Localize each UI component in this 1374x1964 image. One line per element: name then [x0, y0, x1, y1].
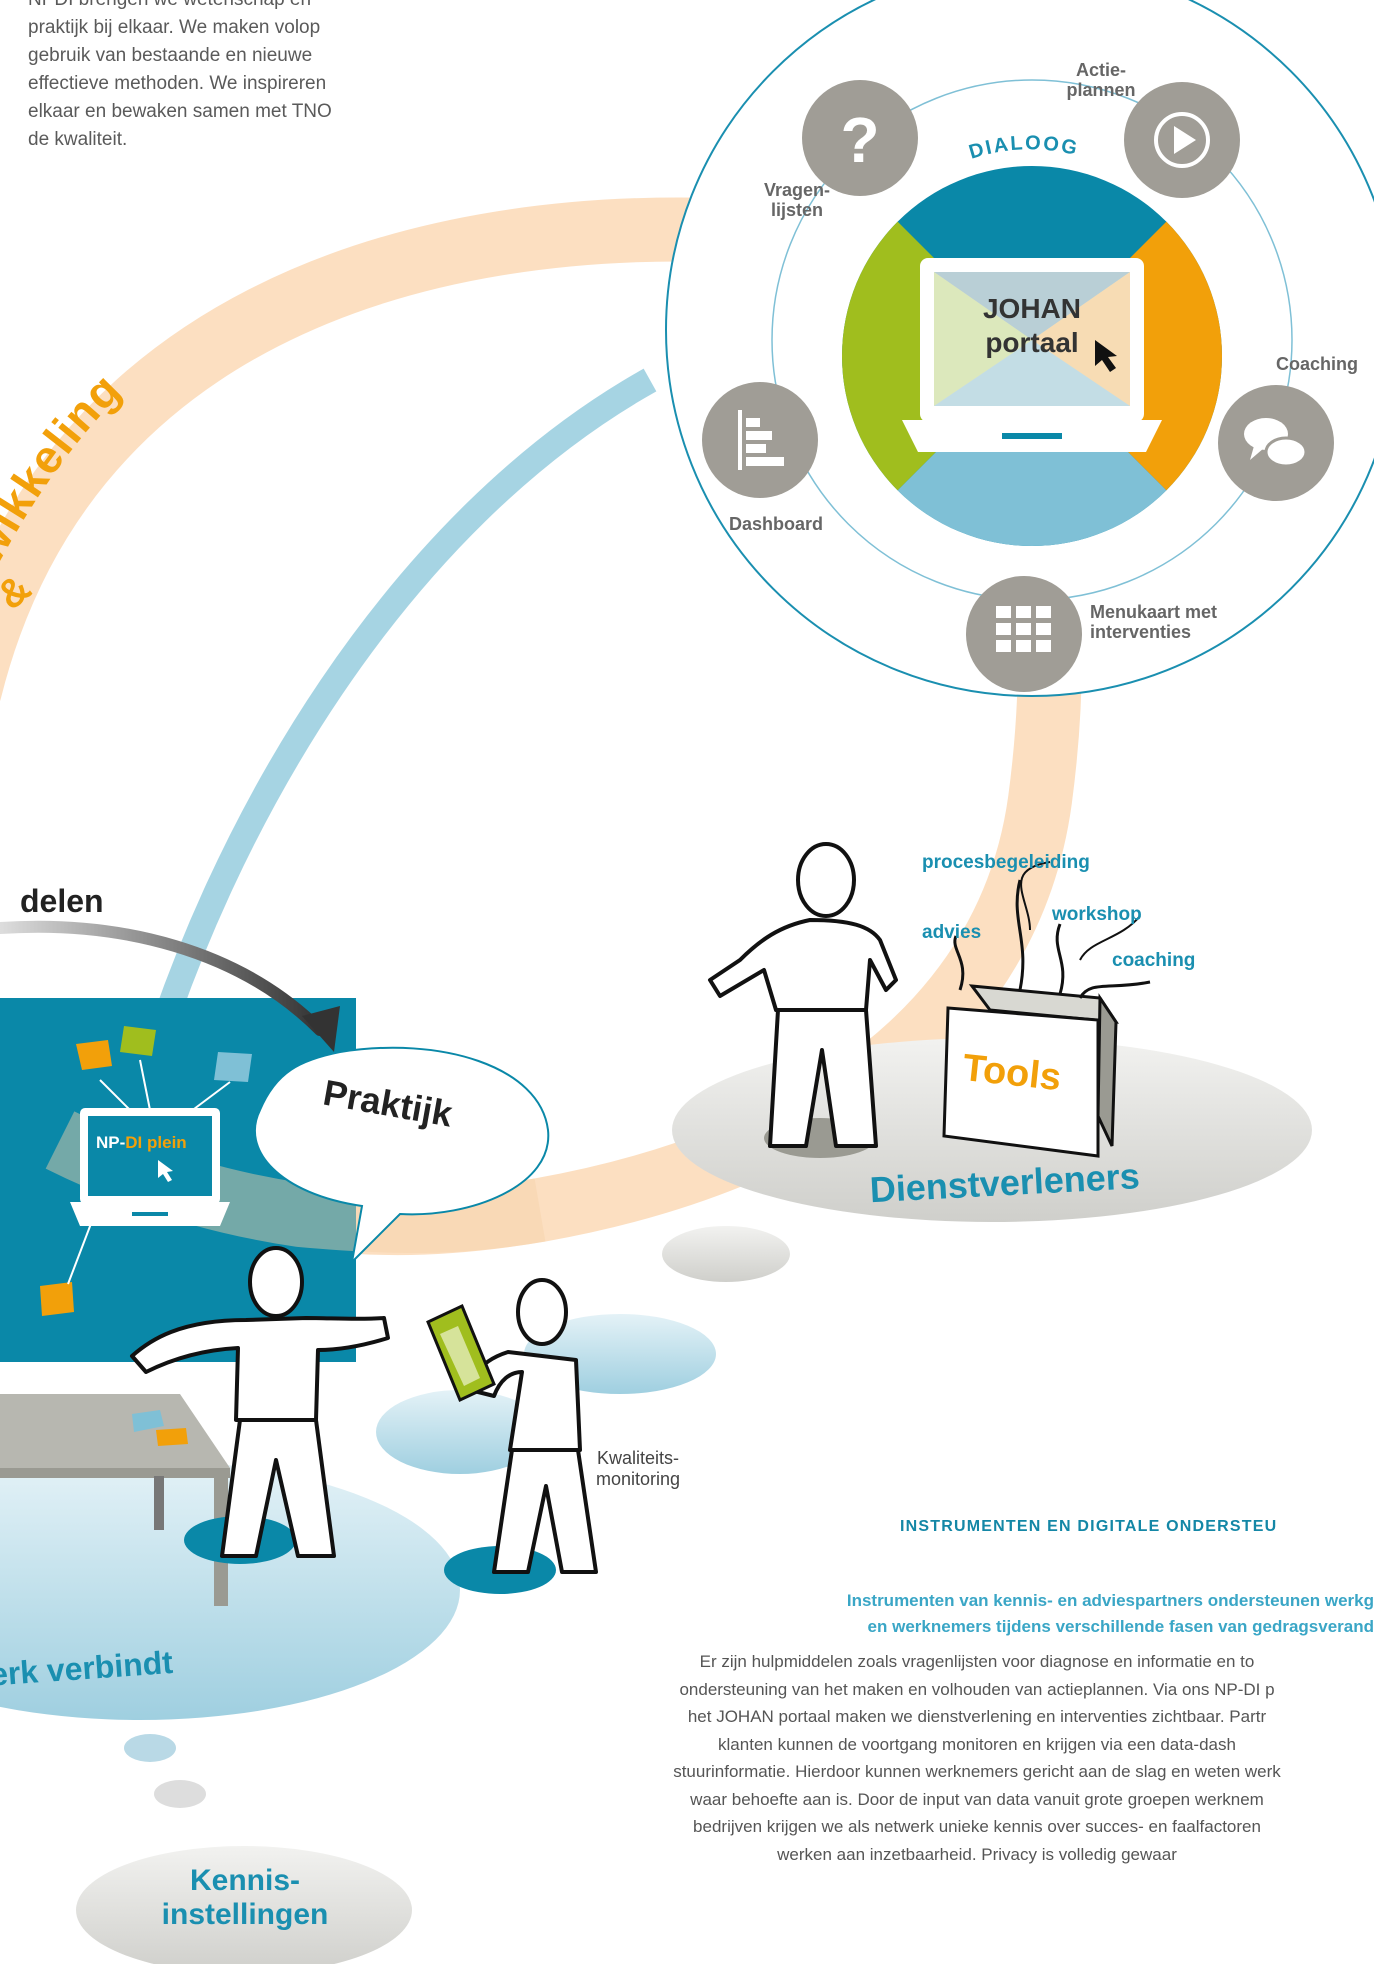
section-body-line: ondersteuning van het maken en volhouden… [679, 1679, 1275, 1699]
label-coaching: Coaching [1275, 354, 1358, 374]
cursor-icon [1095, 340, 1117, 372]
section-body: Er zijn hulpmiddelen zoals vragenlijsten… [580, 1648, 1374, 1868]
person-quality [444, 1278, 598, 1594]
praktijk-bubble [254, 1046, 550, 1265]
bar-chart-icon [702, 382, 818, 498]
person-service [708, 842, 898, 1158]
label-menukaart: Menukaart met interventies [1090, 602, 1218, 642]
question-mark-icon: ? [802, 80, 918, 196]
knowledge-platform [76, 1846, 412, 1964]
tag-coaching: coaching [1112, 950, 1196, 971]
intro-line: praktijk bij elkaar. We maken volop [28, 17, 321, 38]
section-body-line: klanten kunnen de voortgang monitoren en… [718, 1734, 1236, 1754]
label-dashboard: Dashboard [728, 514, 824, 534]
svg-text:NP-DI plein: NP-DI plein [96, 1133, 187, 1152]
intro-line: de kwaliteit. [28, 129, 128, 150]
table [0, 1394, 230, 1606]
knowledge-label: Kennis- instellingen [161, 1864, 329, 1931]
section-title: INSTRUMENTEN EN DIGITALE ONDERSTEU [900, 1518, 1278, 1535]
tag-procesbegeleiding: procesbegeleiding [922, 852, 1090, 873]
intro-line: gebruik van bestaande en nieuwe [28, 45, 313, 66]
person-practice [130, 1246, 390, 1564]
np-prefix: NP- [96, 1133, 125, 1152]
grid-icon [966, 576, 1082, 692]
tools-label: Tools [961, 1047, 1063, 1099]
tag-workshop: workshop [1052, 904, 1142, 925]
label-vragenlijsten: Vragen- lijsten [763, 180, 831, 220]
np-suffix: plein [142, 1133, 186, 1152]
network-platform [0, 1460, 460, 1720]
platform-laptop [67, 1059, 231, 1285]
portal-screen-line2: portaal [985, 327, 1078, 358]
section-body-line: waar behoefte aan is. Door de input van … [690, 1789, 1264, 1809]
section-body-line: het JOHAN portaal maken we dienstverleni… [687, 1707, 1267, 1726]
section-lead-line: Instrumenten van kennis- en adviespartne… [846, 1591, 1374, 1610]
section-body-line: bedrijven krijgen we als netwerk unieke … [693, 1817, 1261, 1836]
tools-box [942, 879, 1151, 1158]
section-lead: Instrumenten van kennis- en adviespartne… [640, 1588, 1374, 1640]
intro-line: elkaar en bewaken samen met TNO [28, 101, 332, 122]
share-arrow [0, 920, 326, 1036]
label-actieplannen: Actie- plannen [1066, 60, 1136, 100]
quality-monitoring-label: Kwaliteits- monitoring [595, 1448, 681, 1489]
np-middle: DI [125, 1133, 142, 1152]
portal-screen-line1: JOHAN [983, 293, 1081, 324]
section-body-line: werken aan inzetbaarheid. Privacy is vol… [777, 1844, 1177, 1864]
intro-paragraph: NPDI brengen we wetenschap en praktijk b… [28, 0, 408, 154]
portal-laptop [902, 258, 1162, 452]
intro-line: effectieve methoden. We inspireren [28, 73, 327, 94]
section-body-line: stuurinformatie. Hierdoor kunnen werknem… [673, 1762, 1281, 1781]
play-icon [1124, 82, 1240, 198]
share-label: delen [20, 883, 104, 919]
section-body-line: Er zijn hulpmiddelen zoals vragenlijsten… [699, 1652, 1255, 1671]
portal-link-arc [127, 368, 657, 1104]
section-lead-line: en werknemers tijdens verschillende fase… [867, 1617, 1374, 1636]
intro-line: NPDI brengen we wetenschap en [28, 0, 408, 14]
tag-advies: advies [922, 922, 982, 943]
svg-text:?: ? [840, 104, 879, 176]
speech-bubbles-icon [1218, 385, 1334, 501]
clipboard [426, 1303, 496, 1403]
